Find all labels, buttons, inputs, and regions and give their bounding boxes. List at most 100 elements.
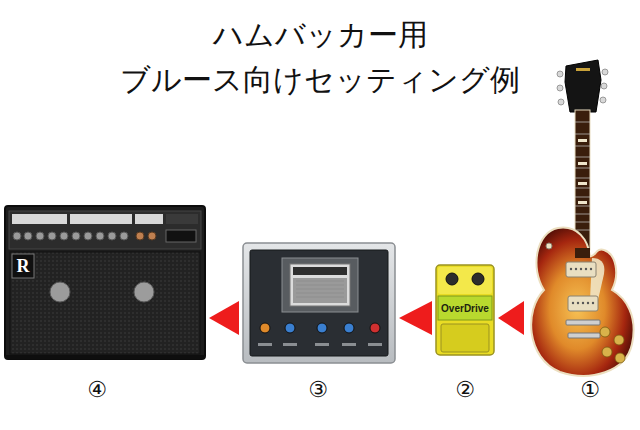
brand-logo: R <box>13 255 33 278</box>
illustration-part <box>296 281 344 282</box>
illustration-part <box>96 232 104 240</box>
illustration-part <box>578 162 587 165</box>
illustration-part <box>566 262 596 277</box>
illustration-part <box>370 323 380 333</box>
illustration-part <box>575 197 590 198</box>
illustration-part <box>166 214 198 224</box>
overdrive-pedal <box>436 265 494 355</box>
illustration-part <box>557 85 563 91</box>
illustration-part <box>566 320 600 325</box>
combo-amp <box>5 206 205 359</box>
illustration-part <box>368 343 382 346</box>
illustration-part <box>575 146 590 147</box>
illustration-part <box>531 228 633 376</box>
illustration-part <box>24 232 32 240</box>
illustration-part <box>258 343 382 346</box>
preamp-node: ③ <box>243 243 395 408</box>
illustration-part <box>317 323 327 333</box>
signal-arrow <box>209 301 239 335</box>
illustration-part <box>585 268 587 270</box>
illustration-part <box>148 232 156 240</box>
illustration-part <box>575 122 590 123</box>
illustration-part <box>9 211 201 249</box>
illustration-part <box>575 134 590 135</box>
illustration-part <box>135 214 163 224</box>
illustration-part <box>578 201 587 204</box>
diagram-title: ハムバッカー用 ブルース向けセッティング例 <box>110 12 530 102</box>
illustration-part <box>557 69 608 105</box>
illustration-part <box>5 206 205 359</box>
illustration-part <box>438 296 492 320</box>
illustration-part <box>575 110 590 250</box>
illustration-part <box>577 302 579 304</box>
callout-number: ② <box>445 376 485 404</box>
illustration-part <box>580 268 582 270</box>
callout-number: ③ <box>298 376 338 404</box>
illustration-part <box>557 71 563 77</box>
illustration-part <box>344 323 354 333</box>
illustration-part <box>72 232 80 240</box>
illustration-part <box>575 214 590 215</box>
illustration-part <box>12 254 34 278</box>
illustration-part <box>60 232 68 240</box>
illustration-part <box>84 232 92 240</box>
callout-number: ① <box>570 376 610 404</box>
illustration-part <box>48 232 56 240</box>
illustration-part <box>582 302 584 304</box>
callout-number: ④ <box>77 376 117 404</box>
illustration-part <box>575 157 590 158</box>
illustration-part <box>614 335 624 345</box>
illustration-part <box>296 297 344 298</box>
illustration-part <box>575 122 590 230</box>
illustration-part <box>296 289 344 290</box>
illustration-part <box>134 282 154 302</box>
pedal-node: OverDrive ② <box>436 265 494 408</box>
illustration-part <box>260 323 270 333</box>
illustration-part <box>290 264 350 306</box>
illustration-part <box>438 267 492 294</box>
signal-arrow <box>399 301 432 335</box>
illustration-part <box>602 69 608 75</box>
illustration-part <box>293 278 347 303</box>
illustration-part <box>108 232 116 240</box>
illustration-part <box>296 293 344 294</box>
illustration-part <box>575 178 590 179</box>
illustration-part <box>12 214 67 224</box>
illustration-part <box>5 355 205 359</box>
illustration-part <box>282 258 358 312</box>
illustration-part <box>558 99 564 105</box>
humbucker-guitar <box>531 60 633 376</box>
pedal-label: OverDrive <box>438 302 492 315</box>
illustration-part <box>250 250 388 356</box>
illustration-part <box>166 230 196 242</box>
illustration-part <box>575 188 590 189</box>
illustration-part <box>587 302 589 304</box>
illustration-part <box>575 168 590 169</box>
illustration-part <box>70 214 132 224</box>
illustration-part <box>568 333 600 338</box>
illustration-part <box>243 243 395 363</box>
illustration-part <box>592 302 594 304</box>
illustration-part <box>13 232 21 240</box>
illustration-part <box>472 273 484 285</box>
guitar-node: ① <box>528 58 636 408</box>
illustration-part <box>258 343 272 346</box>
illustration-part <box>436 265 494 355</box>
illustration-part <box>296 285 344 286</box>
illustration-part <box>575 222 590 223</box>
illustration-part <box>572 302 574 304</box>
amp-simulator <box>243 243 395 363</box>
illustration-part <box>315 343 329 346</box>
illustration-part <box>441 324 489 352</box>
illustration-part <box>285 323 295 333</box>
illustration-part <box>36 232 44 240</box>
illustration-part <box>600 327 610 337</box>
amp-node: R④ <box>5 205 205 408</box>
illustration-part <box>600 97 606 103</box>
illustration-part <box>296 281 344 297</box>
